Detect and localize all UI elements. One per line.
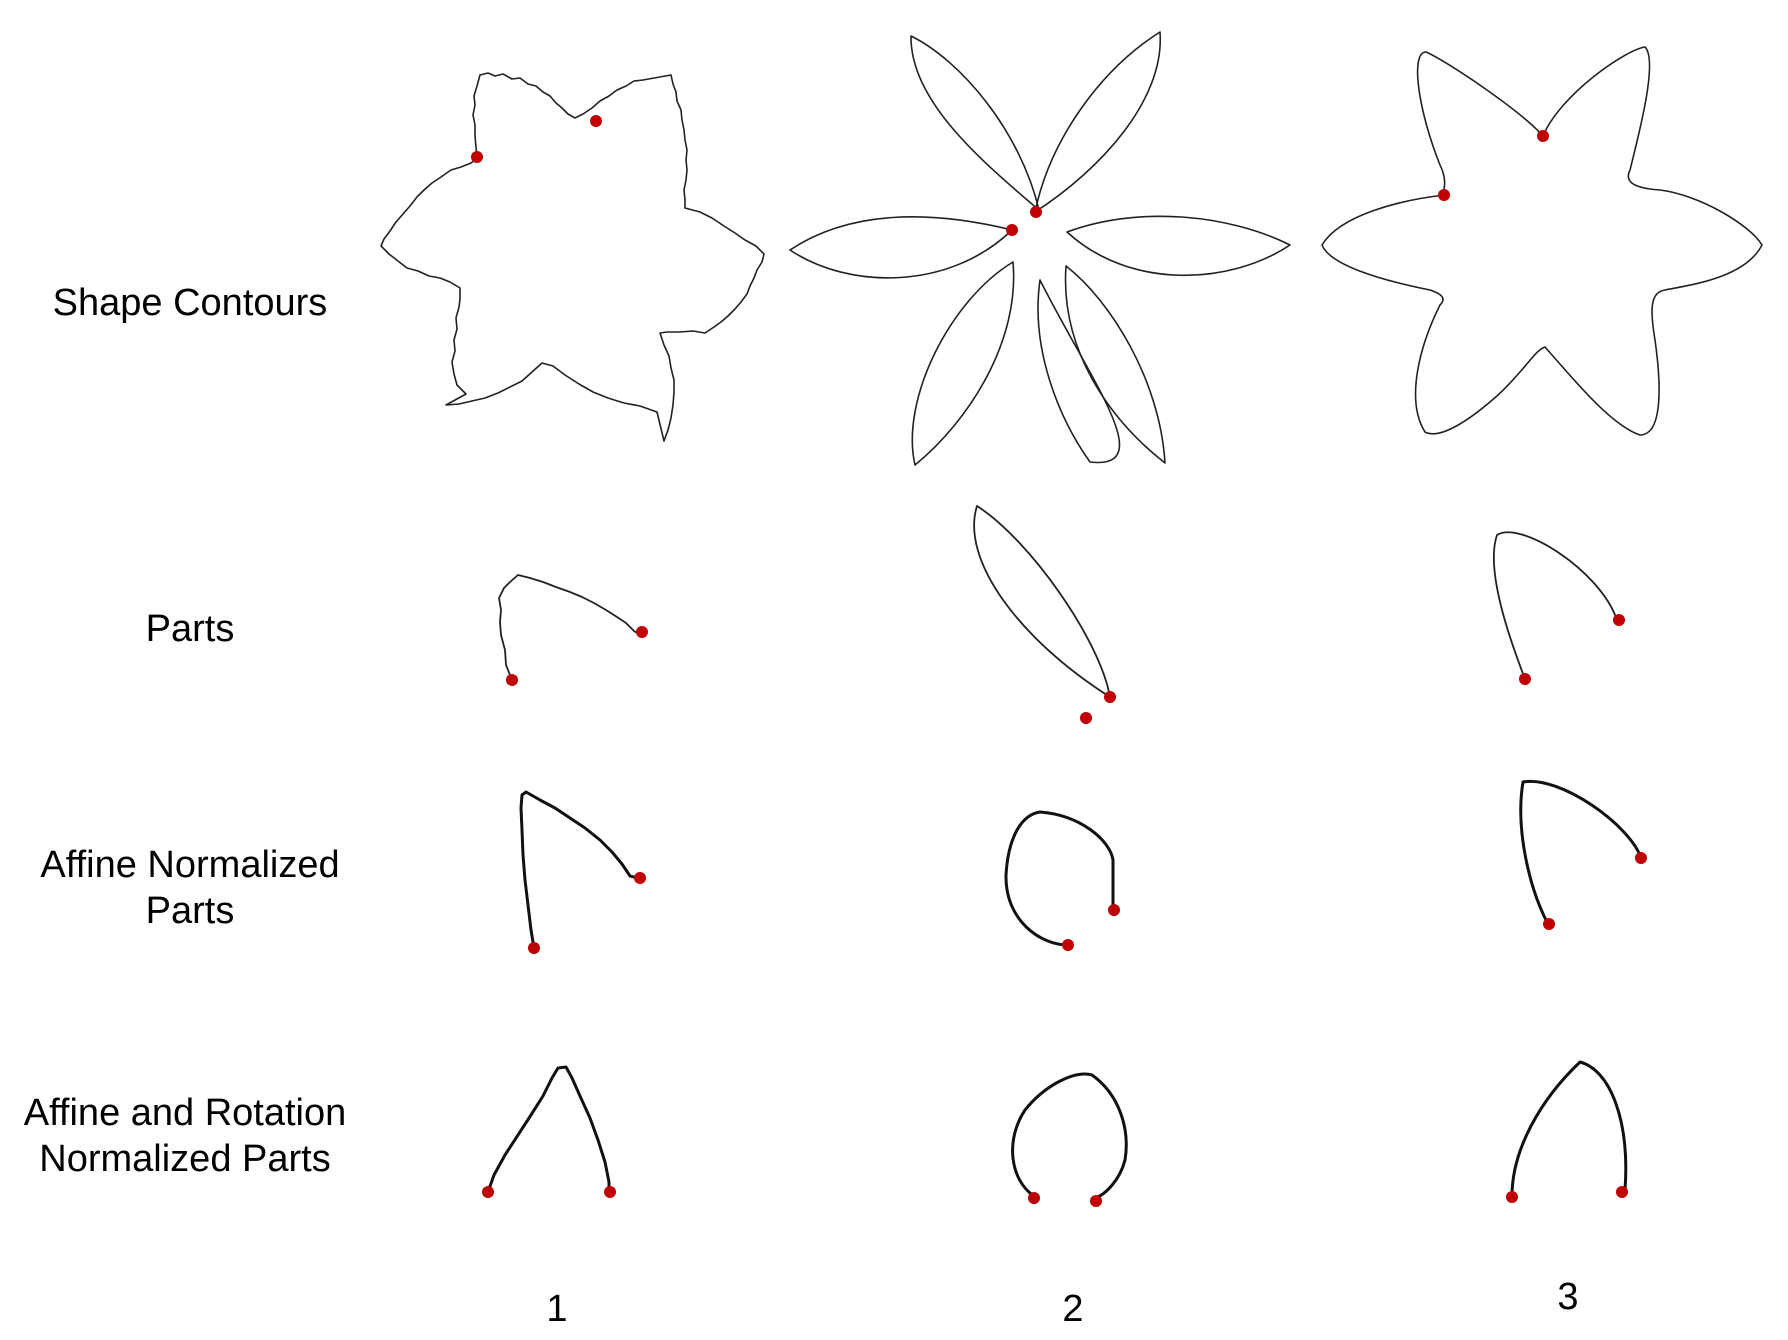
- part-3-curve: [1493, 531, 1618, 680]
- rotation-part-3-keypoint-a: [1506, 1191, 1518, 1203]
- shape-3-keypoint-b: [1438, 189, 1450, 201]
- affine-part-3-keypoint-a: [1635, 852, 1647, 864]
- row-label-affine-line2: Parts: [145, 890, 235, 932]
- shape-1-keypoint-b: [471, 151, 483, 163]
- petal-bottom-left: [911, 261, 1015, 466]
- rotation-part-1-curve: [486, 1065, 611, 1193]
- rotation-part-1: [482, 1065, 616, 1198]
- shape-1-keypoint-a: [590, 115, 602, 127]
- part-2: [973, 505, 1116, 724]
- shape-contour-2: [789, 31, 1291, 466]
- rotation-part-3-keypoint-b: [1616, 1186, 1628, 1198]
- rotation-part-2-keypoint-b: [1090, 1195, 1102, 1207]
- affine-part-2: [1004, 810, 1120, 951]
- rotation-part-2-curve: [1011, 1072, 1128, 1200]
- affine-part-1: [519, 790, 646, 954]
- shape-3-keypoint-a: [1537, 130, 1549, 142]
- part-1-curve: [498, 574, 641, 681]
- row-label-parts: Parts: [145, 608, 235, 650]
- affine-part-3-curve: [1519, 779, 1643, 925]
- part-3-keypoint-a: [1613, 614, 1625, 626]
- petal-left: [789, 216, 1013, 279]
- affine-part-2-curve: [1004, 810, 1115, 947]
- petal-top-left: [910, 35, 1040, 211]
- petal-right: [1066, 215, 1291, 277]
- column-label-2: 2: [1062, 1288, 1084, 1330]
- part-1-keypoint-a: [636, 626, 648, 638]
- row-label-affine-line1: Affine Normalized: [40, 844, 340, 886]
- row-label-shape-contours: Shape Contours: [52, 282, 328, 324]
- petal-bottom-right: [1064, 265, 1166, 464]
- part-2-keypoint-a: [1104, 691, 1116, 703]
- shape-contour-1: [380, 72, 765, 442]
- petal-top-right: [1034, 31, 1161, 213]
- column-label-3: 3: [1557, 1276, 1579, 1318]
- rotation-part-1-keypoint-b: [604, 1186, 616, 1198]
- part-1-keypoint-b: [506, 674, 518, 686]
- part-2-keypoint-b: [1080, 712, 1092, 724]
- shape-contour-3: [1321, 46, 1763, 436]
- shape-contour-3-outline: [1321, 46, 1763, 436]
- affine-part-3-keypoint-b: [1543, 918, 1555, 930]
- rotation-part-2: [1011, 1072, 1128, 1207]
- petal-bottom-middle: [1037, 279, 1121, 464]
- column-label-1: 1: [546, 1288, 568, 1330]
- affine-part-2-keypoint-b: [1062, 939, 1074, 951]
- affine-part-1-keypoint-a: [634, 872, 646, 884]
- affine-part-1-curve: [519, 790, 639, 949]
- part-3: [1493, 531, 1625, 685]
- shape-2-keypoint-b: [1006, 224, 1018, 236]
- row-label-rotation-line1: Affine and Rotation: [23, 1092, 347, 1134]
- affine-part-1-keypoint-b: [528, 942, 540, 954]
- shape-2-keypoint-a: [1030, 206, 1042, 218]
- rotation-part-3: [1506, 1060, 1628, 1203]
- rotation-part-3-curve: [1510, 1060, 1628, 1197]
- part-1: [498, 574, 648, 686]
- row-label-affine-rotation-normalized: Affine and Rotation Normalized Parts: [10, 1090, 360, 1182]
- shape-contour-1-outline: [380, 72, 765, 442]
- row-label-affine-normalized: Affine Normalized Parts: [20, 842, 360, 934]
- part-2-curve: [973, 505, 1111, 698]
- row-label-rotation-line2: Normalized Parts: [39, 1138, 331, 1180]
- rotation-part-2-keypoint-a: [1028, 1192, 1040, 1204]
- affine-part-3: [1519, 779, 1647, 930]
- affine-part-2-keypoint-a: [1108, 904, 1120, 916]
- part-3-keypoint-b: [1519, 673, 1531, 685]
- rotation-part-1-keypoint-a: [482, 1186, 494, 1198]
